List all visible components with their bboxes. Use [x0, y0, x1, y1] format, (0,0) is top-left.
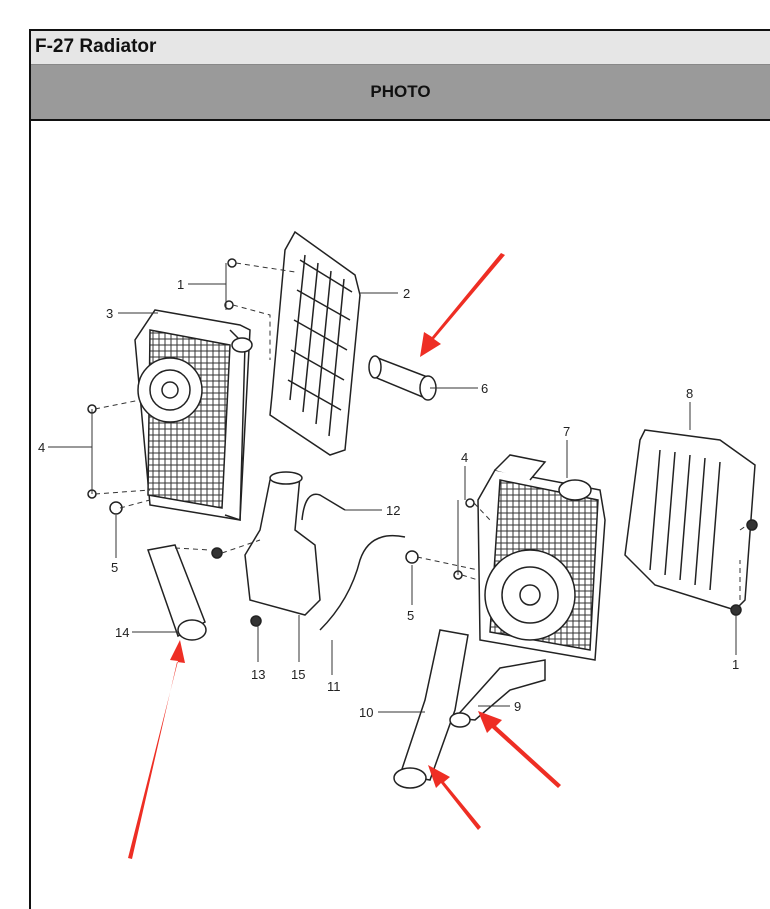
callout-14: 14	[115, 625, 129, 640]
coolant-reservoir	[244, 471, 321, 616]
lower-right-hose	[393, 629, 469, 789]
title-bar: F-27 Radiator	[31, 31, 770, 65]
callout-6: 6	[481, 381, 488, 396]
section-header: PHOTO	[31, 65, 770, 121]
arrow-lower-right-hose	[428, 765, 481, 830]
callout-7: 7	[563, 424, 570, 439]
lower-left-hose	[147, 544, 207, 641]
arrow-lower-left-hose	[128, 640, 185, 859]
right-radiator	[477, 454, 606, 661]
drawing-frame	[29, 29, 770, 909]
callout-4a: 4	[38, 440, 45, 455]
callout-2: 2	[403, 286, 410, 301]
callout-11: 11	[327, 679, 341, 694]
left-radiator	[134, 309, 253, 522]
upper-hose	[368, 355, 437, 401]
callout-3: 3	[106, 306, 113, 321]
page-title: F-27 Radiator	[35, 36, 157, 57]
red-arrows	[128, 253, 561, 859]
callout-5b: 5	[407, 608, 414, 623]
callout-13: 13	[251, 667, 265, 682]
leader-lines	[48, 262, 756, 713]
callout-1b: 1	[732, 657, 739, 672]
arrow-upper-hose	[420, 253, 505, 357]
right-radiator-guard	[624, 429, 756, 611]
callout-4b: 4	[461, 450, 468, 465]
section-label: PHOTO	[370, 82, 431, 101]
callout-15: 15	[291, 667, 305, 682]
callout-10: 10	[359, 705, 373, 720]
callout-8: 8	[686, 386, 693, 401]
callout-9: 9	[514, 699, 521, 714]
callout-12: 12	[386, 503, 400, 518]
overflow-hoses	[301, 493, 406, 631]
callout-5a: 5	[111, 560, 118, 575]
callout-1a: 1	[177, 277, 184, 292]
left-radiator-guard	[269, 230, 361, 456]
arrow-hose-9	[478, 711, 561, 788]
hose-9	[449, 659, 546, 728]
